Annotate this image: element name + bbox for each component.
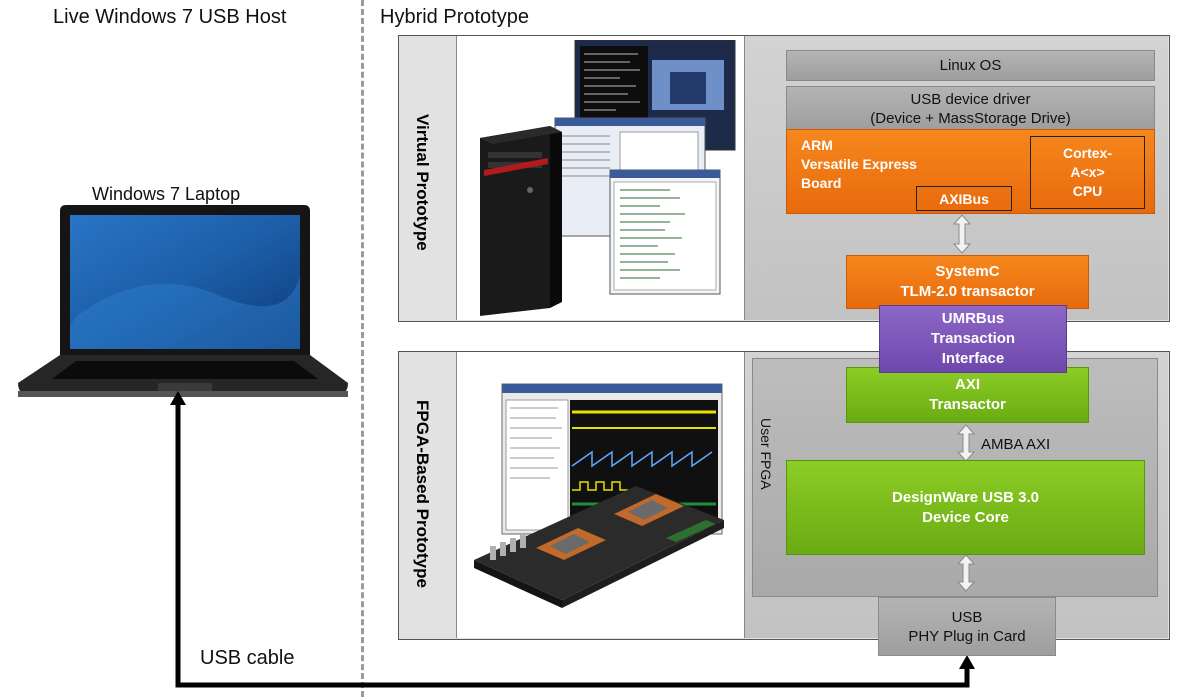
usb-phy-card-box: USB PHY Plug in Card xyxy=(878,597,1056,656)
prototype-heading: Hybrid Prototype xyxy=(380,6,529,28)
core-phy-arrow xyxy=(956,554,976,592)
user-fpga-label: User FPGA xyxy=(758,418,774,490)
linux-os-label: Linux OS xyxy=(939,57,1002,74)
umrbus-line3: Interface xyxy=(941,350,1005,367)
axibus-box: AXIBus xyxy=(916,186,1012,211)
usb-cable-label: USB cable xyxy=(200,647,295,669)
usb-device-driver-box: USB device driver (Device + MassStorage … xyxy=(786,86,1155,131)
fpga-board-illustration xyxy=(474,383,724,608)
arm-board-box xyxy=(786,129,1155,214)
cortex-line3: CPU xyxy=(1072,183,1103,199)
arm-board-label: ARM Versatile Express Board xyxy=(801,136,917,193)
systemc-line1: SystemC xyxy=(935,263,1000,280)
amba-axi-label: AMBA AXI xyxy=(981,436,1051,453)
designware-line1: DesignWare USB 3.0 xyxy=(892,488,1039,506)
cortex-line1: Cortex- xyxy=(1062,145,1112,161)
virtual-prototype-label: Virtual Prototype xyxy=(413,113,432,251)
arm-line2: Versatile Express xyxy=(801,156,917,172)
host-heading: Live Windows 7 USB Host xyxy=(53,6,287,28)
workstation-illustration xyxy=(480,40,736,316)
arm-line3: Board xyxy=(801,175,842,191)
cortex-cpu-box: Cortex- A<x> CPU xyxy=(1030,136,1145,209)
cortex-line2: A<x> xyxy=(1070,164,1105,180)
phy-line1: USB xyxy=(951,608,983,626)
driver-line2: (Device + MassStorage Drive) xyxy=(870,109,1071,127)
umrbus-interface-box: UMRBus Transaction Interface xyxy=(879,305,1067,373)
umrbus-line1: UMRBus xyxy=(941,310,1005,327)
driver-line1: USB device driver xyxy=(910,90,1031,108)
axi-transactor-box: AXI Transactor xyxy=(846,367,1089,423)
systemc-transactor-box: SystemC TLM-2.0 transactor xyxy=(846,255,1089,309)
phy-line2: PHY Plug in Card xyxy=(908,627,1026,645)
umrbus-line2: Transaction xyxy=(930,330,1016,347)
fpga-prototype-label: FPGA-Based Prototype xyxy=(413,400,432,588)
arm-line1: ARM xyxy=(801,137,833,153)
host-prototype-divider xyxy=(361,0,364,697)
linux-os-box: Linux OS xyxy=(786,50,1155,81)
arm-systemc-arrow xyxy=(952,214,972,254)
axi-line2: Transactor xyxy=(929,396,1006,413)
axi-line1: AXI xyxy=(954,376,980,393)
axibus-label: AXIBus xyxy=(939,190,989,207)
designware-usb-core-box: DesignWare USB 3.0 Device Core xyxy=(786,460,1145,555)
amba-axi-arrow xyxy=(956,424,976,462)
laptop-label: Windows 7 Laptop xyxy=(92,184,241,204)
systemc-line2: TLM-2.0 transactor xyxy=(900,283,1035,300)
designware-line2: Device Core xyxy=(922,508,1009,526)
laptop-illustration xyxy=(18,205,348,397)
